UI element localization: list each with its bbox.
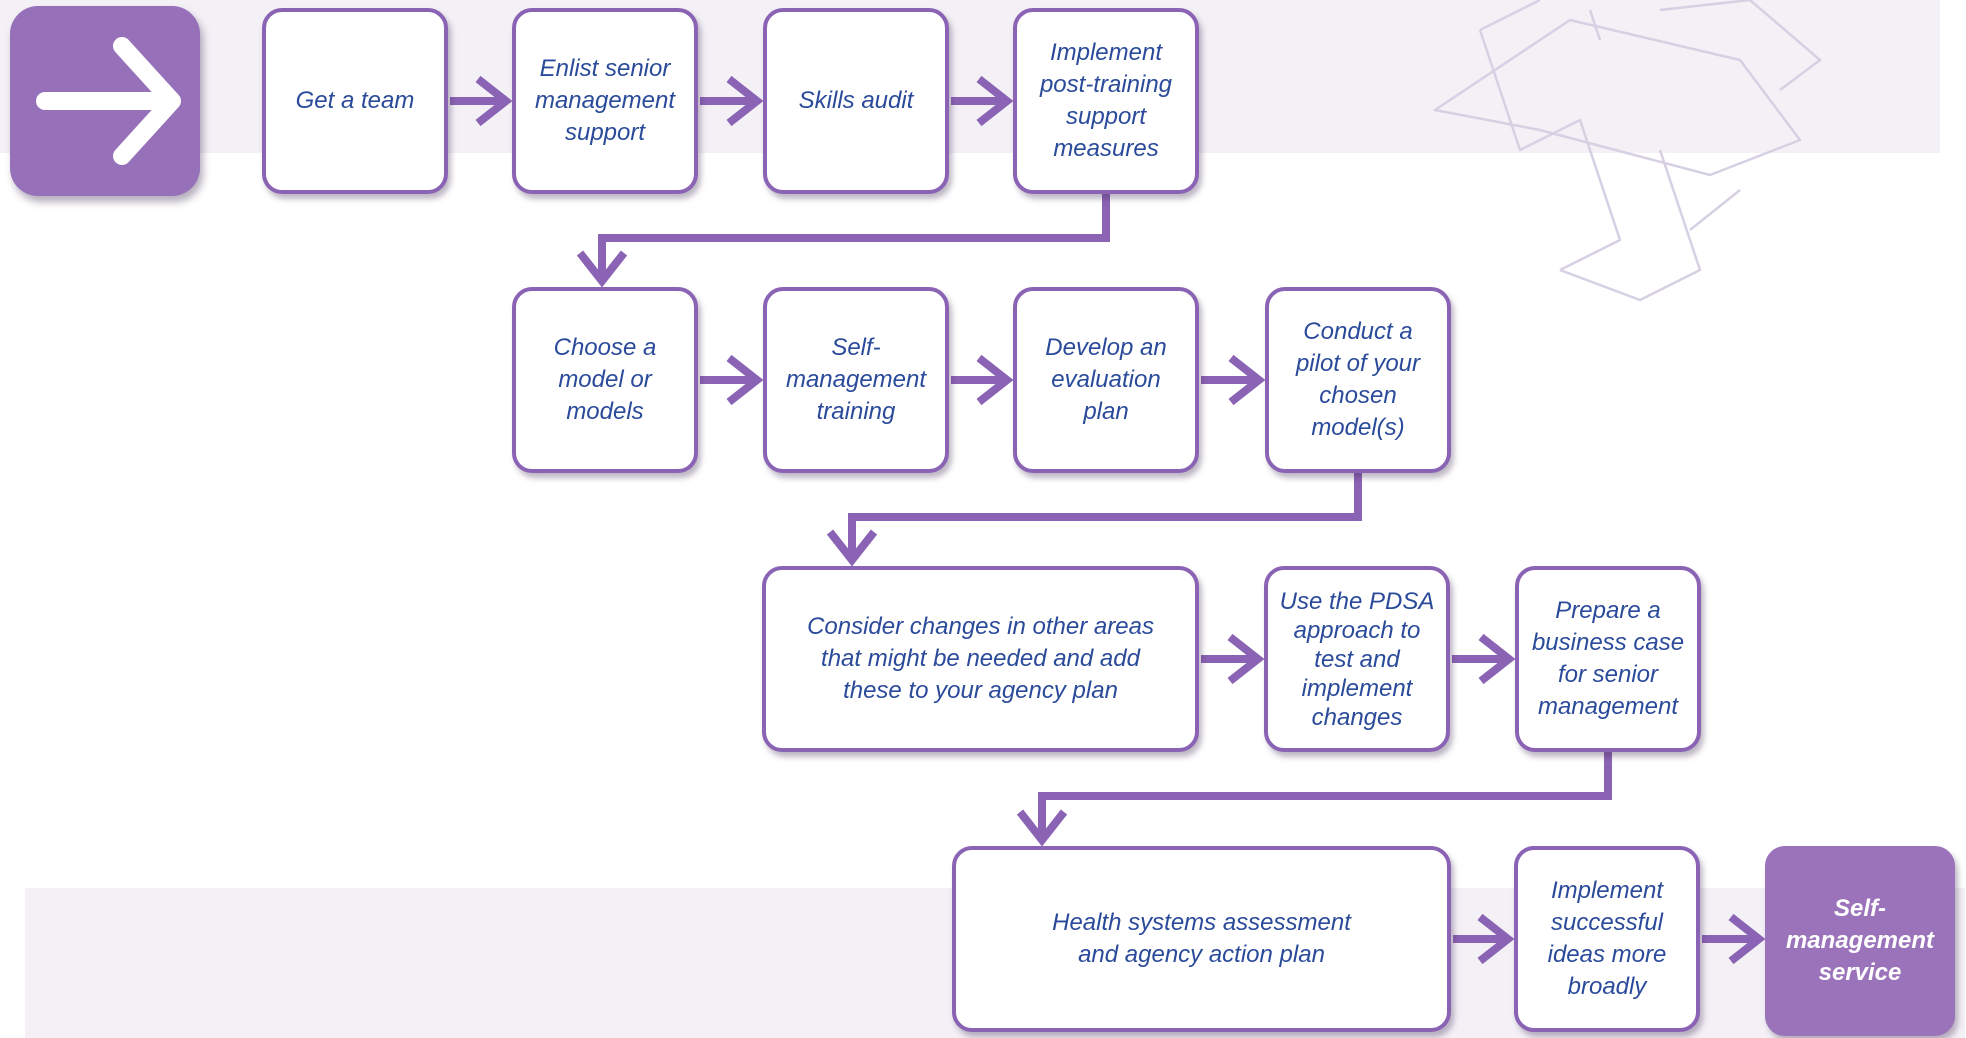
- arrowhead-right: [976, 75, 1014, 127]
- arrowhead-down: [1016, 809, 1068, 847]
- arrowhead-down: [826, 529, 878, 567]
- arrowhead-right: [1228, 354, 1266, 406]
- step-enlist-senior-support: Enlist senior management support: [512, 8, 698, 194]
- arrowhead-right: [726, 354, 764, 406]
- step-label: Consider changes in other areas that mig…: [807, 613, 1154, 704]
- step-label: Choose a model or models: [553, 334, 657, 425]
- step-post-training-support: Implement post-training support measures: [1013, 8, 1199, 194]
- step-implement-broadly: Implement successful ideas more broadly: [1514, 846, 1700, 1032]
- step-label: Implement successful ideas more broadly: [1547, 877, 1667, 1000]
- step-label: Health systems assessment and agency act…: [1052, 909, 1351, 968]
- step-self-management-service: Self-management service: [1765, 846, 1955, 1036]
- step-label: Skills audit: [798, 87, 914, 114]
- step-consider-changes: Consider changes in other areas that mig…: [762, 566, 1199, 752]
- arrowhead-right: [726, 75, 764, 127]
- arrowhead-right: [976, 354, 1014, 406]
- arrow-elbow: [1038, 752, 1612, 840]
- step-choose-model: Choose a model or models: [512, 287, 698, 473]
- arrowhead-down: [576, 250, 628, 288]
- step-label: Enlist senior management support: [534, 55, 676, 146]
- arrowhead-right: [475, 75, 513, 127]
- step-pdsa-approach: Use the PDSA approach to test and implem…: [1264, 566, 1450, 752]
- step-conduct-pilot: Conduct a pilot of your chosen model(s): [1265, 287, 1451, 473]
- step-health-systems-assessment: Health systems assessment and agency act…: [952, 846, 1451, 1032]
- step-label: Implement post-training support measures: [1039, 39, 1173, 162]
- step-label: Self-management service: [1785, 895, 1935, 986]
- step-evaluation-plan: Develop an evaluation plan: [1013, 287, 1199, 473]
- cross-arrows-icon: [1433, 0, 1822, 302]
- arrow-right-icon: [36, 37, 181, 165]
- step-self-management-training: Self-management training: [763, 287, 949, 473]
- step-get-a-team: Get a team: [262, 8, 448, 194]
- start-arrow-badge: [10, 6, 200, 196]
- step-label: Get a team: [295, 87, 415, 114]
- step-skills-audit: Skills audit: [763, 8, 949, 194]
- arrowhead-right: [1227, 633, 1265, 685]
- step-label: Use the PDSA approach to test and implem…: [1279, 587, 1435, 731]
- step-label: Self-management training: [785, 334, 927, 425]
- arrow-elbow: [848, 473, 1362, 560]
- step-label: Develop an evaluation plan: [1045, 334, 1167, 425]
- step-business-case: Prepare a business case for senior manag…: [1515, 566, 1701, 752]
- step-label: Conduct a pilot of your chosen model(s): [1295, 318, 1421, 441]
- arrowhead-right: [1477, 913, 1515, 965]
- arrow-elbow: [598, 194, 1110, 281]
- arrowhead-right: [1478, 633, 1516, 685]
- step-label: Prepare a business case for senior manag…: [1531, 597, 1685, 720]
- arrowhead-right: [1728, 913, 1766, 965]
